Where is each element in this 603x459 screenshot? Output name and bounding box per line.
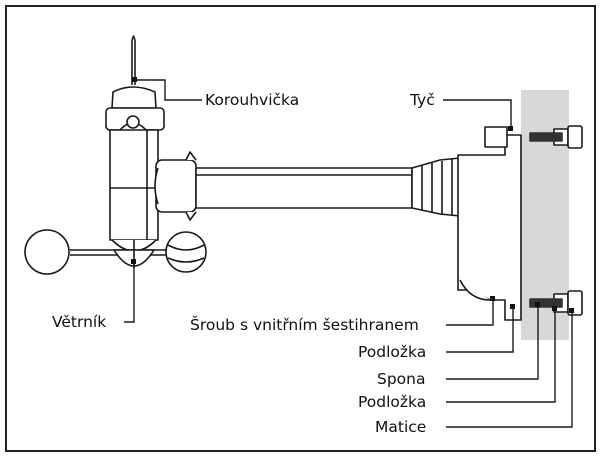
label-korouhvicka: Korouhvička [205,91,300,109]
leader-podlozka2 [446,310,556,403]
label-tyc: Tyč [410,91,435,109]
leader-podlozka1 [446,308,514,353]
top-bolt [529,125,583,149]
support-arm [154,151,413,221]
leader-dots [131,77,574,313]
leader-korouhvicka [135,79,202,101]
leader-vetrnik [124,262,135,323]
leader-spona [446,306,539,380]
leader-matice [446,312,573,428]
label-matice: Matice [375,418,427,436]
wind-cups [24,229,207,275]
label-spona: Spona [377,370,426,388]
label-vetrnik: Větrník [52,313,107,331]
leader-sroub [446,300,494,326]
leader-lines [124,79,573,428]
label-podlozka-2: Podložka [358,393,427,411]
label-sroub: Šroub s vnitřním šestihranem [190,316,419,334]
bottom-bolt [529,290,583,316]
mounting-bracket [411,126,522,321]
leader-tyc [443,99,512,126]
label-podlozka-1: Podložka [358,343,427,361]
sensor-head [105,86,165,252]
